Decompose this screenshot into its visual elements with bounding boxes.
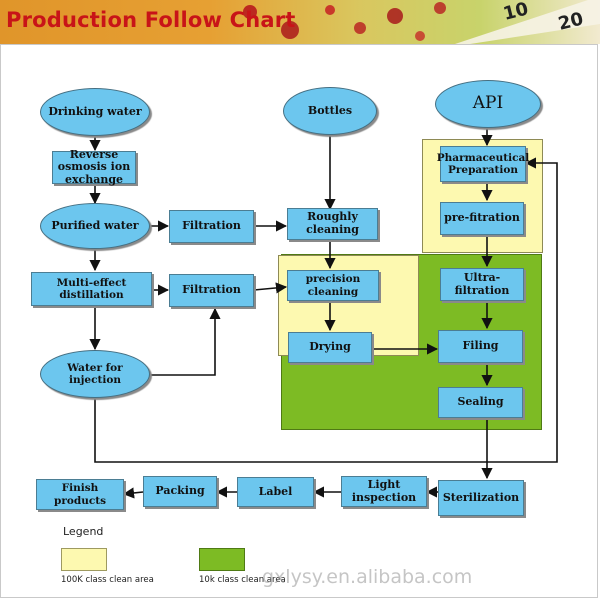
filing-node: Filing [438, 330, 523, 363]
filtration-2-label: Filtration [182, 283, 241, 297]
watermark-text: gxlysy.en.alibaba.com [262, 566, 473, 588]
ultra-filtration-label: Ultra-filtration [454, 270, 510, 297]
light-inspection-node: Light inspection [341, 476, 427, 507]
legend-swatch-10k [199, 548, 245, 571]
api-label: API [472, 93, 504, 114]
filtration-node-1: Filtration [169, 210, 254, 243]
header-decoration: 10 20 [243, 0, 600, 44]
legend-title: Legend [63, 525, 104, 538]
pre-filtration-label: pre-fitration [444, 211, 520, 225]
filtration-1-label: Filtration [182, 219, 241, 233]
precision-cleaning-node: precision cleaning [287, 270, 379, 301]
light-inspection-label: Light inspection [351, 477, 417, 504]
roughly-cleaning-label: Roughly cleaning [306, 210, 359, 236]
pre-filtration-node: pre-fitration [440, 202, 524, 235]
reverse-osmosis-label: Reverse osmosis ion exchange [57, 147, 131, 186]
drinking-water-label: Drinking water [48, 104, 142, 118]
roughly-cleaning-node: Roughly cleaning [287, 208, 378, 240]
label-label: Label [258, 484, 293, 498]
chart-frame [0, 44, 598, 598]
legend-swatch-100k [61, 548, 107, 571]
pharmaceutical-preparation-node: Pharmaceutical Preparation [437, 146, 529, 182]
bottles-node: Bottles [283, 87, 377, 135]
api-node: API [435, 80, 541, 128]
water-for-injection-label: Water for injection [67, 361, 123, 386]
sealing-label: Sealing [457, 395, 504, 409]
header-banner: 10 20 Production Follow Chart [0, 0, 600, 44]
page-title: Production Follow Chart [6, 8, 296, 32]
water-for-injection-node: Water for injection [40, 350, 150, 398]
precision-cleaning-label: precision cleaning [305, 273, 361, 298]
purified-water-node: Purified water [40, 203, 150, 249]
sterilization-node: Sterilization [438, 480, 524, 516]
drying-node: Drying [288, 332, 372, 363]
reverse-osmosis-node: Reverse osmosis ion exchange [52, 147, 136, 186]
filing-label: Filing [462, 339, 499, 353]
pharmaceutical-preparation-label: Pharmaceutical Preparation [436, 151, 530, 176]
legend-label-10k: 10k class clean area [199, 575, 286, 585]
drinking-water-node: Drinking water [40, 88, 150, 136]
packing-node: Packing [143, 476, 217, 507]
purified-water-label: Purified water [51, 218, 139, 232]
ultra-filtration-node: Ultra-filtration [440, 268, 524, 301]
sealing-node: Sealing [438, 387, 523, 418]
sterilization-label: Sterilization [442, 490, 520, 504]
bottles-label: Bottles [307, 103, 353, 117]
finish-products-node: Finish products [36, 479, 124, 510]
legend-label-100k: 100K class clean area [61, 575, 154, 585]
multi-effect-distillation-node: Multi-effect distillation [31, 272, 152, 306]
finish-products-label: Finish products [53, 482, 106, 507]
packing-label: Packing [155, 484, 205, 498]
filtration-node-2: Filtration [169, 274, 254, 307]
drying-label: Drying [309, 340, 351, 354]
multi-effect-label: Multi-effect distillation [56, 276, 127, 301]
label-node: Label [237, 477, 314, 507]
